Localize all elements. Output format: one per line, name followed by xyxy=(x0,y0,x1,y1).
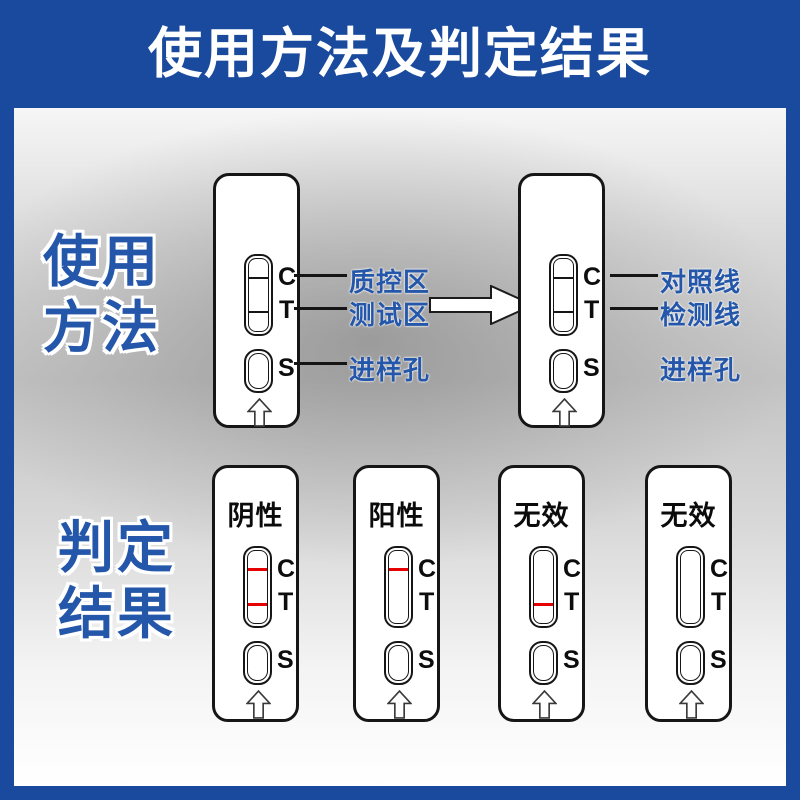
letter-s: S xyxy=(278,354,295,382)
result-label: 阳性 xyxy=(368,501,425,531)
strip-window xyxy=(244,254,273,336)
c-red-line xyxy=(248,568,267,571)
sample-well xyxy=(676,641,705,685)
up-arrow-icon xyxy=(532,690,557,719)
up-arrow-icon xyxy=(387,690,412,719)
callout-sample-port-right: 进样孔 xyxy=(660,355,742,385)
strip-window xyxy=(529,546,558,628)
result-label: 无效 xyxy=(513,501,570,531)
section-title-results: 判定 结果 xyxy=(46,515,188,647)
letter-s: S xyxy=(583,354,600,382)
letter-s: S xyxy=(710,646,727,674)
result-cassette-invalid-blank: 无效 C T S xyxy=(645,465,732,722)
sample-well-inner xyxy=(553,353,574,389)
connector-line-t xyxy=(610,307,658,310)
sample-well xyxy=(384,641,413,685)
strip-window-inner xyxy=(553,258,574,332)
c-position-line xyxy=(249,277,268,279)
section-title-usage-line1: 使用 xyxy=(43,230,161,293)
strip-window-inner xyxy=(248,258,269,332)
t-position-line xyxy=(554,311,573,313)
strip-window-inner xyxy=(533,550,554,624)
sample-well-inner xyxy=(388,645,409,681)
callout-control-line: 对照线 xyxy=(660,267,742,297)
connector-line-c xyxy=(294,274,347,277)
t-red-line xyxy=(534,603,553,606)
letter-t: T xyxy=(711,588,727,616)
strip-window-inner xyxy=(247,550,268,624)
result-label: 阴性 xyxy=(227,501,284,531)
c-position-line xyxy=(554,277,573,279)
result-label: 无效 xyxy=(660,501,717,531)
up-arrow-icon xyxy=(552,398,577,427)
frame-left xyxy=(0,108,14,800)
letter-s: S xyxy=(563,646,580,674)
sample-well xyxy=(243,641,272,685)
letter-c: C xyxy=(710,555,729,583)
cassette-after-test: C T S xyxy=(518,173,605,428)
sample-well-inner xyxy=(533,645,554,681)
header-banner: 使用方法及判定结果 xyxy=(0,0,800,108)
callout-test-zone: 测试区 xyxy=(349,300,431,330)
letter-c: C xyxy=(418,555,437,583)
strip-window xyxy=(384,546,413,628)
letter-t: T xyxy=(564,588,580,616)
t-position-line xyxy=(249,311,268,313)
sample-well-inner xyxy=(247,645,268,681)
letter-c: C xyxy=(278,263,297,291)
cassette-before-test: C T S xyxy=(213,173,300,428)
page-title: 使用方法及判定结果 xyxy=(148,24,652,84)
up-arrow-icon xyxy=(247,398,272,427)
strip-window xyxy=(549,254,578,336)
sample-well-inner xyxy=(680,645,701,681)
sample-well xyxy=(244,349,273,393)
section-title-usage: 使用 方法 xyxy=(36,229,168,361)
strip-window xyxy=(676,546,705,628)
sample-well xyxy=(549,349,578,393)
connector-line-c xyxy=(610,274,658,277)
connector-line-s xyxy=(294,362,347,365)
callout-detection-line: 检测线 xyxy=(660,300,742,330)
letter-t: T xyxy=(419,588,435,616)
letter-t: T xyxy=(279,296,295,324)
c-red-line xyxy=(389,568,408,571)
t-red-line xyxy=(248,603,267,606)
letter-t: T xyxy=(584,296,600,324)
result-cassette-invalid-t-only: 无效 C T S xyxy=(498,465,585,722)
frame-bottom xyxy=(0,786,800,800)
frame-right xyxy=(786,108,800,800)
letter-c: C xyxy=(563,555,582,583)
connector-line-t xyxy=(294,307,347,310)
section-title-usage-line2: 方法 xyxy=(43,296,161,359)
letter-s: S xyxy=(277,646,294,674)
strip-window xyxy=(243,546,272,628)
right-arrow-icon xyxy=(429,285,535,325)
strip-window-inner xyxy=(680,550,701,624)
section-title-results-line2: 结果 xyxy=(58,582,176,645)
section-title-results-line1: 判定 xyxy=(58,516,176,579)
result-cassette-negative: 阴性 C T S xyxy=(212,465,299,722)
result-cassette-positive: 阳性 C T S xyxy=(353,465,440,722)
letter-c: C xyxy=(277,555,296,583)
callout-control-zone: 质控区 xyxy=(349,267,431,297)
callout-sample-port-left: 进样孔 xyxy=(349,355,431,385)
letter-c: C xyxy=(583,263,602,291)
up-arrow-icon xyxy=(246,690,271,719)
letter-s: S xyxy=(418,646,435,674)
sample-well xyxy=(529,641,558,685)
letter-t: T xyxy=(278,588,294,616)
sample-well-inner xyxy=(248,353,269,389)
up-arrow-icon xyxy=(679,690,704,719)
strip-window-inner xyxy=(388,550,409,624)
